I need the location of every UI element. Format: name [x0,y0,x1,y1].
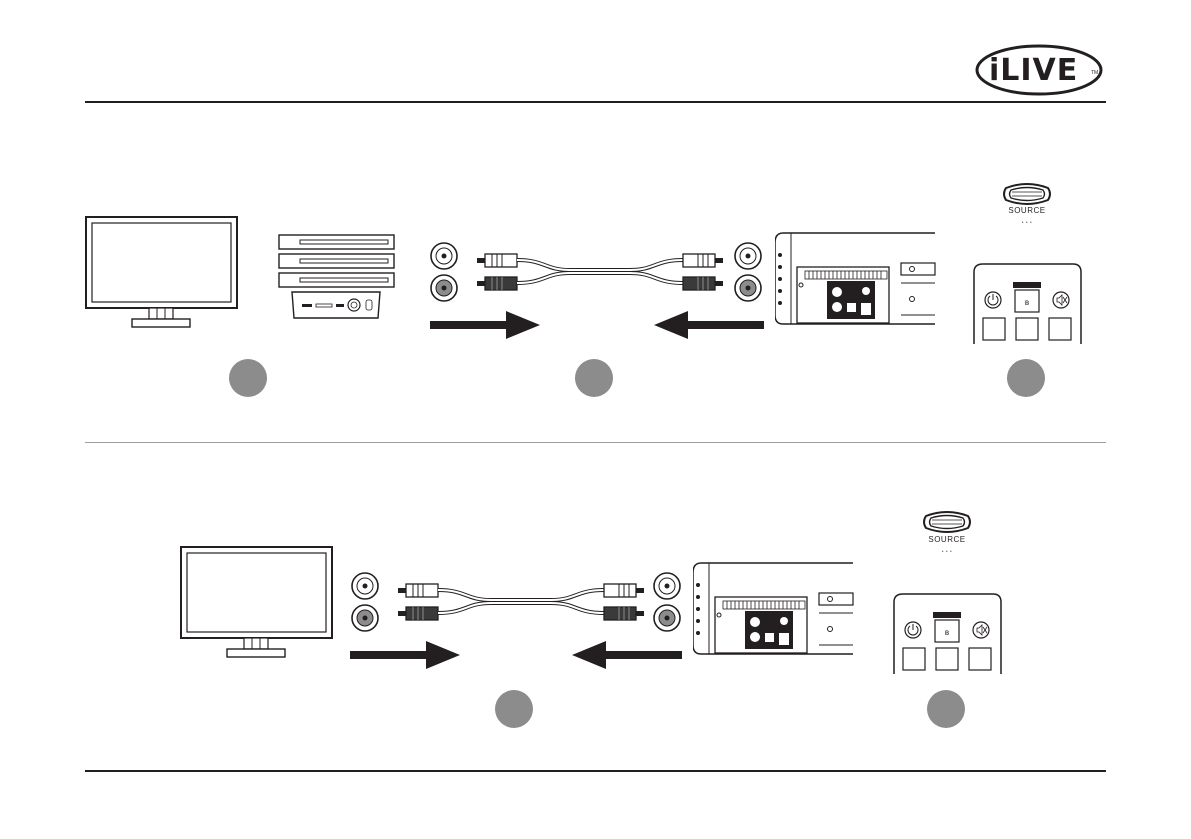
step-circle-1 [229,359,267,397]
source-indicator-dots: • • • [987,220,1067,226]
rca-jack-icon [429,241,459,308]
tv-icon [180,546,335,666]
step-circle-2 [927,690,965,728]
svg-text:ʙ: ʙ [945,628,949,637]
ilive-logo: iLIVE TM [975,40,1105,98]
svg-text:ʙ: ʙ [1025,298,1029,307]
rca-jack-icon [733,241,763,308]
section-divider [85,442,1106,443]
source-indicator-dots: • • • [907,549,987,555]
media-devices-icon [278,234,396,325]
rca-cable-icon [396,578,646,631]
soundbar-back-panel-icon [693,561,855,661]
tv-icon [85,216,240,336]
top-rule [85,101,1106,103]
remote-control-icon: ʙ [893,592,1003,679]
arrow-icon [652,311,764,344]
rca-cable-icon [475,248,725,301]
remote-control-icon: ʙ [973,262,1083,349]
step-circle-2 [575,359,613,397]
arrow-icon [350,641,462,674]
arrow-icon [570,641,682,674]
bottom-rule [85,770,1106,772]
rca-jack-icon [652,571,682,638]
source-button-label: SOURCE [987,206,1067,215]
rca-jack-icon [350,571,380,638]
arrow-icon [430,311,542,344]
soundbar-back-panel-icon [775,231,937,331]
step-circle-3 [1007,359,1045,397]
source-button-label: SOURCE [907,535,987,544]
logo-tm: TM [1091,70,1098,76]
svg-text:iLIVE: iLIVE [989,53,1078,88]
step-circle-1 [495,690,533,728]
